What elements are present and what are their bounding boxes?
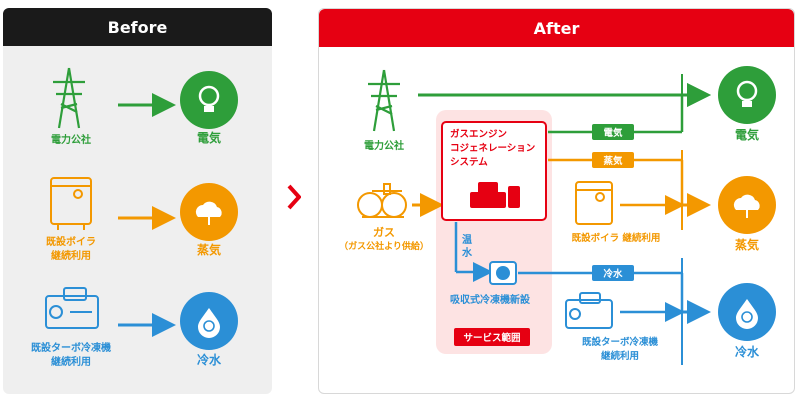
electricity-icon bbox=[180, 71, 238, 129]
turbo-chiller-icon-after bbox=[565, 292, 613, 329]
badge-electricity: 電気 bbox=[592, 124, 634, 140]
before-boiler-label: 既設ボイラ 継続利用 bbox=[46, 237, 96, 262]
cold-water-icon bbox=[180, 292, 238, 350]
boiler-icon-after bbox=[575, 181, 613, 225]
after-turbo-label: 既設ターボ冷凍機 継続利用 bbox=[581, 337, 659, 362]
boiler-icon bbox=[50, 177, 92, 230]
after-output-electricity: 電気 bbox=[734, 128, 760, 142]
gas-sub-label: （ガス公社より供給） bbox=[339, 242, 429, 252]
after-output-cold-water: 冷水 bbox=[734, 345, 760, 359]
before-output-electricity: 電気 bbox=[196, 131, 222, 145]
after-power-source-label: 電力公社 bbox=[364, 141, 404, 152]
after-title: After bbox=[319, 9, 794, 47]
service-scope-badge: サービス範囲 bbox=[454, 328, 530, 346]
before-title: Before bbox=[3, 8, 272, 46]
cogeneration-label: ガスエンジン コジェネレーション システム bbox=[450, 129, 536, 168]
gas-engine-icon bbox=[470, 182, 520, 208]
steam-icon-after bbox=[718, 176, 776, 234]
absorption-chiller-label: 吸収式冷凍機新設 bbox=[450, 295, 530, 306]
transition-arrow-icon bbox=[287, 184, 301, 210]
badge-steam: 蒸気 bbox=[592, 152, 634, 168]
steam-icon bbox=[180, 183, 238, 241]
gas-label: ガス bbox=[373, 226, 395, 239]
warm-water-label: 温 水 bbox=[462, 235, 472, 259]
electricity-icon-after bbox=[718, 66, 776, 124]
turbo-chiller-icon bbox=[45, 287, 99, 329]
gas-tank-icon bbox=[357, 183, 407, 218]
before-output-cold-water: 冷水 bbox=[196, 353, 222, 367]
after-output-steam: 蒸気 bbox=[734, 238, 760, 252]
after-boiler-label: 既設ボイラ 継続利用 bbox=[571, 233, 661, 244]
cold-water-icon-after bbox=[718, 283, 776, 341]
power-tower-icon bbox=[53, 67, 85, 129]
after-panel: After bbox=[318, 8, 795, 394]
before-power-source-label: 電力公社 bbox=[51, 135, 91, 146]
before-output-steam: 蒸気 bbox=[196, 243, 222, 257]
before-turbo-label: 既設ターボ冷凍機 継続利用 bbox=[31, 343, 111, 368]
absorption-chiller-icon bbox=[489, 261, 517, 285]
power-tower-icon-after bbox=[368, 69, 400, 132]
badge-cold-water: 冷水 bbox=[592, 265, 634, 281]
